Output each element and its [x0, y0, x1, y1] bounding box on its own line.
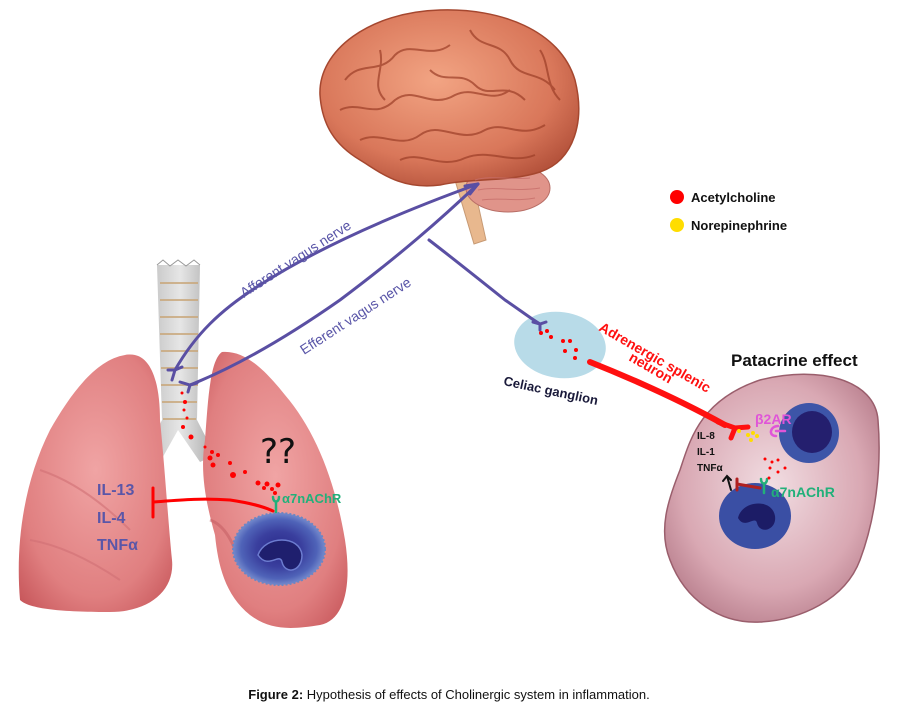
acetylcholine-dot: [243, 470, 247, 474]
acetylcholine-dot: [573, 356, 577, 360]
lung-cytokines: IL-13 IL-4 TNFα: [97, 482, 138, 554]
efferent-vagus-nerve: [188, 182, 480, 387]
spleen-cell-upper: [779, 403, 839, 463]
alpha7-lung-label: α7nAChR: [282, 491, 342, 506]
acetylcholine-dot: [561, 339, 565, 343]
acetylcholine-dot: [188, 434, 194, 440]
acetylcholine-dot: [183, 400, 187, 404]
acetylcholine-dot: [776, 458, 780, 462]
right-lung: [18, 354, 173, 612]
acetylcholine-dot: [539, 331, 543, 335]
acetylcholine-dot: [574, 348, 578, 352]
norepinephrine-dot: [737, 429, 741, 433]
beta2ar-label: β2AR: [755, 411, 792, 427]
celiac-branch-nerve: [427, 238, 542, 326]
acetylcholine-dot: [210, 462, 216, 468]
acetylcholine-dot: [181, 425, 185, 429]
nerves: [166, 182, 548, 394]
legend: Acetylcholine Norepinephrine: [670, 190, 787, 233]
norepinephrine-swatch: [670, 218, 684, 232]
acetylcholine-dot: [203, 445, 207, 449]
norepinephrine-dot: [755, 434, 759, 438]
alpha7-spleen-label: α7nAChR: [771, 484, 835, 500]
spleen-illustration: [663, 373, 880, 623]
figure-caption-text: Hypothesis of effects of Cholinergic sys…: [303, 687, 650, 702]
legend-item-acetylcholine: Acetylcholine: [670, 190, 776, 205]
acetylcholine-dot: [275, 482, 281, 488]
lung-cytokine: TNFα: [97, 537, 138, 554]
spleen-inhibition: [722, 474, 762, 492]
alpha7-receptor-spleen: [759, 477, 769, 495]
acetylcholine-dot: [228, 461, 232, 465]
acetylcholine-dot: [776, 470, 780, 474]
acetylcholine-dot: [185, 416, 189, 420]
lung-cytokine: IL-4: [97, 510, 126, 527]
lung-immune-cell: [232, 512, 326, 586]
legend-label-acetylcholine: Acetylcholine: [691, 190, 776, 205]
acetylcholine-dot: [270, 487, 274, 491]
acetylcholine-dot: [180, 391, 184, 395]
acetylcholine-dot: [549, 335, 553, 339]
acetylcholine-dot: [182, 408, 186, 412]
figure-caption: Figure 2: Hypothesis of effects of Choli…: [0, 687, 898, 702]
spleen-cell-lower: [719, 483, 791, 549]
acetylcholine-dot: [264, 481, 270, 487]
spleen-cytokine: TNFα: [697, 463, 723, 474]
afferent-vagus-nerve: [173, 182, 480, 372]
acetylcholine-dot: [230, 472, 236, 478]
spleen-cytokine: IL-1: [697, 447, 715, 458]
acetylcholine-dot: [273, 491, 277, 495]
celiac-ganglion: [514, 311, 606, 379]
acetylcholine-dot: [783, 466, 787, 470]
acetylcholine-dot: [763, 457, 767, 461]
adrenergic-splenic-neuron: [587, 359, 751, 441]
acetylcholine-dot: [770, 460, 774, 464]
acetylcholine-dot: [563, 349, 567, 353]
norepinephrine-dot: [751, 431, 755, 435]
afferent-nerve-label: Afferent vagus nerve: [237, 217, 354, 301]
norepinephrine-dot: [746, 433, 750, 437]
legend-label-norepinephrine: Norepinephrine: [691, 218, 787, 233]
norepinephrine-dot: [749, 438, 753, 442]
acetylcholine-dot: [545, 329, 549, 333]
beta2ar-receptor: [769, 424, 787, 438]
legend-item-norepinephrine: Norepinephrine: [670, 218, 787, 233]
left-lung: [203, 351, 348, 628]
acetylcholine-dots: [180, 329, 787, 495]
celiac-ganglion-label: Celiac ganglion: [502, 373, 599, 408]
adrenergic-neuron-label-line1: Adrenergic splenic: [597, 319, 714, 396]
norepinephrine-dots: [737, 429, 759, 442]
patacrine-effect-title: Patacrine effect: [731, 351, 858, 370]
acetylcholine-dot: [262, 486, 266, 490]
acetylcholine-dot: [216, 453, 220, 457]
acetylcholine-swatch: [670, 190, 684, 204]
lung-inhibition: [151, 486, 275, 519]
figure-caption-prefix: Figure 2:: [248, 687, 304, 702]
lung-cytokine: IL-13: [97, 482, 134, 499]
acetylcholine-dot: [210, 450, 214, 454]
spleen-cytokines: IL-8 IL-1 TNFα: [697, 431, 723, 474]
unknown-mechanism-marks: ??: [260, 432, 296, 472]
spleen-cytokine: IL-8: [697, 431, 715, 442]
brain-illustration: [319, 9, 580, 245]
acetylcholine-dot: [207, 455, 213, 461]
acetylcholine-dot: [768, 466, 772, 470]
acetylcholine-dot: [767, 476, 771, 480]
alpha7-receptor-lung: [271, 495, 281, 514]
acetylcholine-dot: [568, 339, 572, 343]
acetylcholine-dot: [255, 480, 261, 486]
